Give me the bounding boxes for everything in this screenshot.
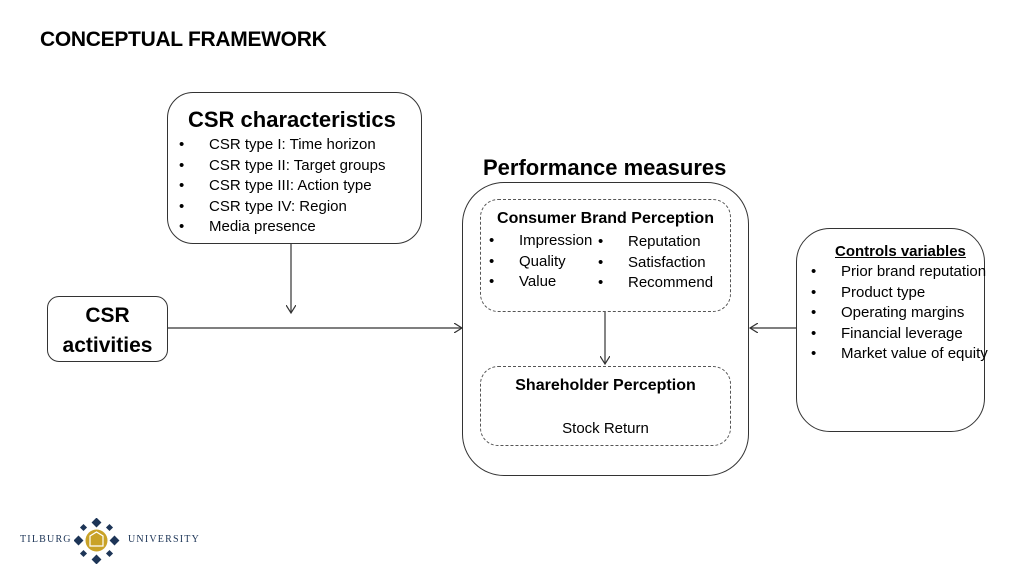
consumer-list-col2: Reputation Satisfaction Recommend: [598, 232, 713, 294]
list-item: Quality: [489, 252, 592, 273]
csr-activities-box: CSR activities: [47, 296, 168, 362]
list-item: Media presence: [179, 217, 385, 238]
csr-activities-line2: activities: [62, 334, 153, 357]
controls-title: Controls variables: [835, 243, 966, 260]
list-item: CSR type III: Action type: [179, 176, 385, 197]
list-item: Impression: [489, 231, 592, 252]
logo-emblem-icon: [74, 518, 120, 564]
list-item: Product type: [811, 283, 988, 304]
tilburg-university-logo: Tilburg University: [20, 518, 199, 564]
list-item: CSR type I: Time horizon: [179, 135, 385, 156]
shareholder-perception-title: Shareholder Perception: [515, 377, 696, 394]
list-item: Prior brand reputation: [811, 262, 988, 283]
list-item: CSR type IV: Region: [179, 197, 385, 218]
csr-characteristics-list: CSR type I: Time horizon CSR type II: Ta…: [179, 135, 385, 238]
csr-characteristics-title: CSR characteristics: [188, 107, 396, 132]
list-item: Recommend: [598, 273, 713, 294]
list-item: Reputation: [598, 232, 713, 253]
performance-title: Performance measures: [483, 155, 727, 180]
list-item: Satisfaction: [598, 253, 713, 274]
list-item: Market value of equity: [811, 344, 988, 365]
csr-characteristics-box: CSR characteristics: [167, 92, 422, 244]
list-item: Financial leverage: [811, 324, 988, 345]
list-item: CSR type II: Target groups: [179, 156, 385, 177]
csr-activities-label: CSR activities: [48, 301, 167, 361]
list-item: Value: [489, 272, 592, 293]
stock-return-label: Stock Return: [562, 420, 649, 437]
consumer-list-col1: Impression Quality Value: [489, 231, 592, 293]
logo-word-left: Tilburg: [20, 534, 72, 545]
csr-activities-line1: CSR: [85, 304, 130, 327]
slide-title: CONCEPTUAL FRAMEWORK: [40, 28, 327, 51]
consumer-brand-perception-box: Consumer Brand Perception: [480, 199, 731, 312]
shareholder-perception-box: Shareholder Perception Stock Return: [480, 366, 731, 446]
consumer-brand-perception-title: Consumer Brand Perception: [497, 210, 714, 227]
performance-box: [462, 182, 749, 476]
logo-word-right: University: [128, 534, 200, 545]
list-item: Operating margins: [811, 303, 988, 324]
controls-list: Prior brand reputation Product type Oper…: [811, 262, 988, 365]
